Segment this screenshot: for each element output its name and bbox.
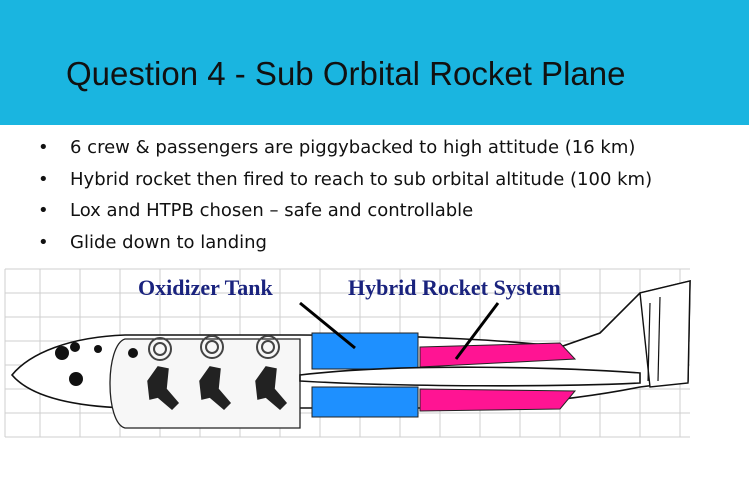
window-icons xyxy=(55,342,138,386)
tail-fin xyxy=(639,280,691,388)
bullet-item: Lox and HTPB chosen – safe and controlla… xyxy=(38,195,652,227)
bullet-item: Glide down to landing xyxy=(38,227,652,259)
portholes xyxy=(148,335,280,361)
wing xyxy=(299,366,641,387)
rocket-fuel-upper xyxy=(419,342,577,368)
slide-title: Question 4 - Sub Orbital Rocket Plane xyxy=(66,55,626,92)
bullet-list: 6 crew & passengers are piggybacked to h… xyxy=(38,132,652,258)
title-banner: Question 4 - Sub Orbital Rocket Plane xyxy=(0,0,749,125)
oxidizer-tank-label: Oxidizer Tank xyxy=(138,275,273,300)
crew-seats xyxy=(147,366,288,411)
bullet-item: 6 crew & passengers are piggybacked to h… xyxy=(38,132,652,164)
rocket-fuel-lower xyxy=(419,388,577,412)
oxidizer-callout-line xyxy=(299,301,356,350)
hybrid-callout-line xyxy=(454,302,500,360)
oxidizer-tank-upper xyxy=(311,332,419,370)
hybrid-rocket-system-label: Hybrid Rocket System xyxy=(348,275,561,300)
oxidizer-tank-lower xyxy=(311,386,419,418)
rocket-plane-diagram: Oxidizer Tank Hybrid Rocket System xyxy=(4,268,691,438)
bullet-item: Hybrid rocket then fired to reach to sub… xyxy=(38,164,652,196)
